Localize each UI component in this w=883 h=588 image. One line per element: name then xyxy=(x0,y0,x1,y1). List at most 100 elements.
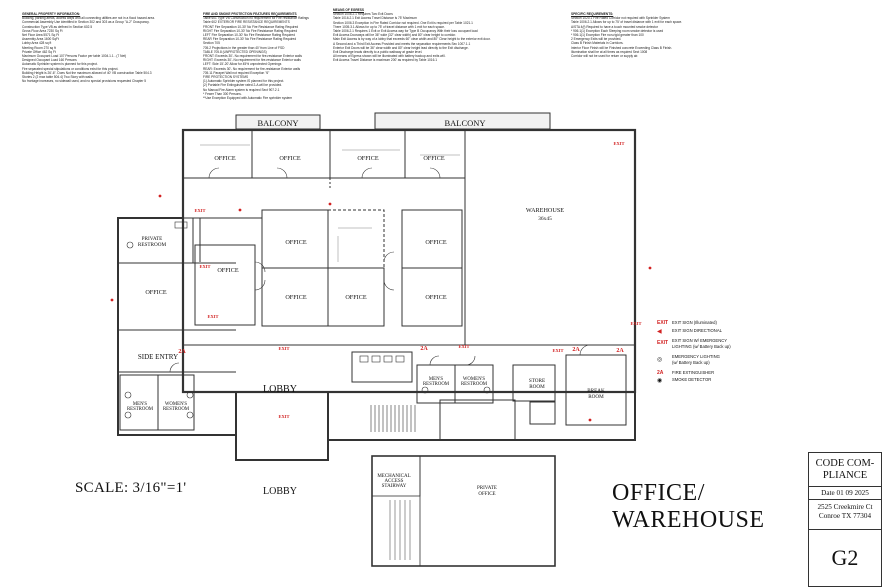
general-property-notes: GENERAL PROPERTY INFORMATION: Building, … xyxy=(22,12,197,104)
note-line: LEFT: Side 15'-20' Allow for 45% unprote… xyxy=(203,62,282,67)
note-line: Automatic Sprinkler system is planned fo… xyxy=(22,62,98,67)
office-label: OFFICE xyxy=(423,155,445,162)
note-line: Table 1016.2.1 Exit Access Travel Distan… xyxy=(333,16,417,21)
sheet-title-line: WAREHOUSE xyxy=(612,507,765,533)
note-line: Exterior Exit Doors will be 36" clear wi… xyxy=(333,45,469,50)
legend-item: (w/ Battery Back up) xyxy=(672,360,710,365)
smoke-detector-icon xyxy=(648,266,652,270)
title-block-heading-line: CODE COM- xyxy=(815,458,875,469)
note-line: Section 1020.1 Fire Rated Corridor not r… xyxy=(571,16,670,21)
balcony-left-label: BALCONY xyxy=(257,118,298,128)
legend-item: EXIT SIGN DIRECTIONAL xyxy=(672,328,722,333)
warehouse-size: 36x45 xyxy=(538,216,552,222)
office-label: OFFICE xyxy=(285,294,307,301)
title-block-address: 2525 Creekmire Ct Conroe TX 77304 xyxy=(809,500,881,530)
office-label: OFFICE xyxy=(217,267,239,274)
note-line: Building, parking areas, access ways and… xyxy=(22,16,155,21)
lobby-label: LOBBY xyxy=(263,384,297,395)
note-line: 705.2 Projections in the greater than 40… xyxy=(203,45,285,50)
address-line: Conroe TX 77304 xyxy=(818,512,872,520)
sheet-title-line: OFFICE/ xyxy=(612,480,705,506)
note-line: **Use Exception Equipped with Automatic … xyxy=(203,96,293,101)
note-line: 705.11 Parapet Wall not required Excepti… xyxy=(203,70,270,75)
exit-sign-icon: EXIT xyxy=(458,344,469,349)
note-line: Section 705 xyxy=(203,41,220,46)
note-line: Stories 2 (2 max table 504.4) Two Story … xyxy=(22,75,94,80)
sheet-title: OFFICE/ WAREHOUSE xyxy=(612,480,765,534)
note-line: Maximum Occupant Load 107 Persons Factor… xyxy=(22,54,127,59)
side-entry-label: SIDE ENTRY xyxy=(138,353,178,361)
note-line: Table 602 EXTERIOR FIRE RESISTANCE REQUI… xyxy=(203,20,290,25)
note-line: Exit Access Travel Distance is maximum 2… xyxy=(333,58,438,63)
extinguisher-tag: 2A xyxy=(178,349,186,355)
womens-restroom-right-label: RESTROOM xyxy=(461,382,488,387)
mechanical-label: STAIRWAY xyxy=(382,484,407,489)
drawing-scale: SCALE: 3/16"=1' xyxy=(75,480,187,496)
note-line: Main Exit Access is by way of a lobby th… xyxy=(333,37,491,42)
private-restroom-label: RESTROOM xyxy=(138,242,167,248)
exit-sign-icon: EXIT xyxy=(657,320,669,326)
legend-item: SMOKE DETECTOR xyxy=(672,377,712,382)
sheet-number: G2 xyxy=(831,545,859,570)
fire-protection-notes: FIRE AND SMOKE PROTECTION FEATURES REQUI… xyxy=(203,12,343,142)
exit-sign-icon: EXIT xyxy=(278,414,289,419)
note-line: Exit Discharge leads directly to a publi… xyxy=(333,50,423,55)
note-line: Section 1006.3 Exception in Fire Rated C… xyxy=(333,20,473,25)
legend-item: EXIT SIGN (Illuminated) xyxy=(672,320,717,325)
private-restroom-label: PRIVATE xyxy=(142,236,163,242)
note-line: Commercial Assembly Use identified in Se… xyxy=(22,20,150,25)
note-line: Assembly Area 1600 SqFt xyxy=(22,37,59,42)
smoke-detector-icon xyxy=(588,418,592,422)
note-line: No Manual Fire Alarm system is required … xyxy=(203,87,280,92)
note-line: Exit Access Doorways will be 36" wide (3… xyxy=(333,33,456,38)
note-line: Lobby Area 428 sq ft xyxy=(22,41,52,46)
note-line: Corridor will not be used for return or … xyxy=(571,54,639,59)
extinguisher-tag: 2A xyxy=(572,347,580,353)
legend-item: FIRE EXTINGUISHER xyxy=(672,370,715,375)
note-line: All means of Egress shown will be illumi… xyxy=(333,54,446,59)
break-room-label: ROOM xyxy=(588,394,604,400)
mezzanine-lobby-label: LOBBY xyxy=(263,486,297,497)
womens-restroom-left-label: WOMEN'S xyxy=(165,402,188,407)
note-line: Designed Occupant Load 160 Persons xyxy=(22,58,77,63)
note-line: Private Office 462 Sq Ft xyxy=(22,49,56,54)
note-line: Interior Floor Finish will be Finished c… xyxy=(571,45,673,50)
legend-item: EMERGENCY LIGHTING xyxy=(672,354,720,359)
address-line: 2525 Creekmire Ct xyxy=(817,503,873,511)
note-line: Gross Floor Area 7230 Sq Ft xyxy=(22,28,63,33)
note-line: Table 1006.2.1 Allows for up to 75' of t… xyxy=(571,20,683,25)
store-room-label: ROOM xyxy=(529,384,545,390)
notes-lines: Table 601 Type VB Construction no requir… xyxy=(203,16,343,100)
fire-extinguisher-icon: 2A xyxy=(657,370,664,376)
womens-restroom-right-label: WOMEN'S xyxy=(463,377,486,382)
building-outline xyxy=(181,128,637,394)
private-office-label: OFFICE xyxy=(478,492,495,497)
note-line: A/STA 4(f) Required to have a touch moun… xyxy=(571,24,658,29)
smoke-detector-icon xyxy=(158,194,162,198)
balcony-right-label: BALCONY xyxy=(444,118,485,128)
legend-item: EXIT SIGN W/ EMERGENCY xyxy=(672,338,728,343)
office-label: OFFICE xyxy=(145,289,167,296)
note-line: Fire separated special stipulations or c… xyxy=(22,66,119,71)
note-line: * 906.1(1) Exception Each Sleeping room … xyxy=(571,28,664,33)
note-line: Building Height is 26'-6". Does Not the … xyxy=(22,70,152,75)
private-office-label: PRIVATE xyxy=(477,486,497,491)
note-line: Section 1006.2.1 Requires Two Exit Doors xyxy=(333,12,393,17)
mens-restroom-left-label: MEN'S xyxy=(133,402,148,407)
note-line: Construction Type VB as defined in Secti… xyxy=(22,24,93,29)
title-block-heading-line: PLIANCE xyxy=(822,470,868,481)
note-line: Net Floor Area 5571 Sq Ft xyxy=(22,33,60,38)
notes-lines: Building, parking areas, access ways and… xyxy=(22,16,197,83)
note-line: Class B Finish Materials in Corridors. xyxy=(571,41,624,46)
notes-lines: Section 1006.2.1 Requires Two Exit Doors… xyxy=(333,12,553,62)
note-line: A Second and a Third Exit Access Provide… xyxy=(333,41,471,46)
note-line: RIGHT Fire Separation 10-30' No Fire Res… xyxy=(203,28,298,33)
note-line: No frontage increases, no sidewall used,… xyxy=(22,79,147,84)
exit-sign-icon: EXIT xyxy=(207,314,218,319)
exit-directional-icon: ◀ xyxy=(657,329,662,335)
office-label: OFFICE xyxy=(285,239,307,246)
note-line: FRONT Fire Separation 10-30' No Fire Res… xyxy=(203,24,299,29)
title-block-heading: CODE COM- PLIANCE xyxy=(809,453,881,487)
exit-emergency-icon: EXIT xyxy=(657,340,669,346)
